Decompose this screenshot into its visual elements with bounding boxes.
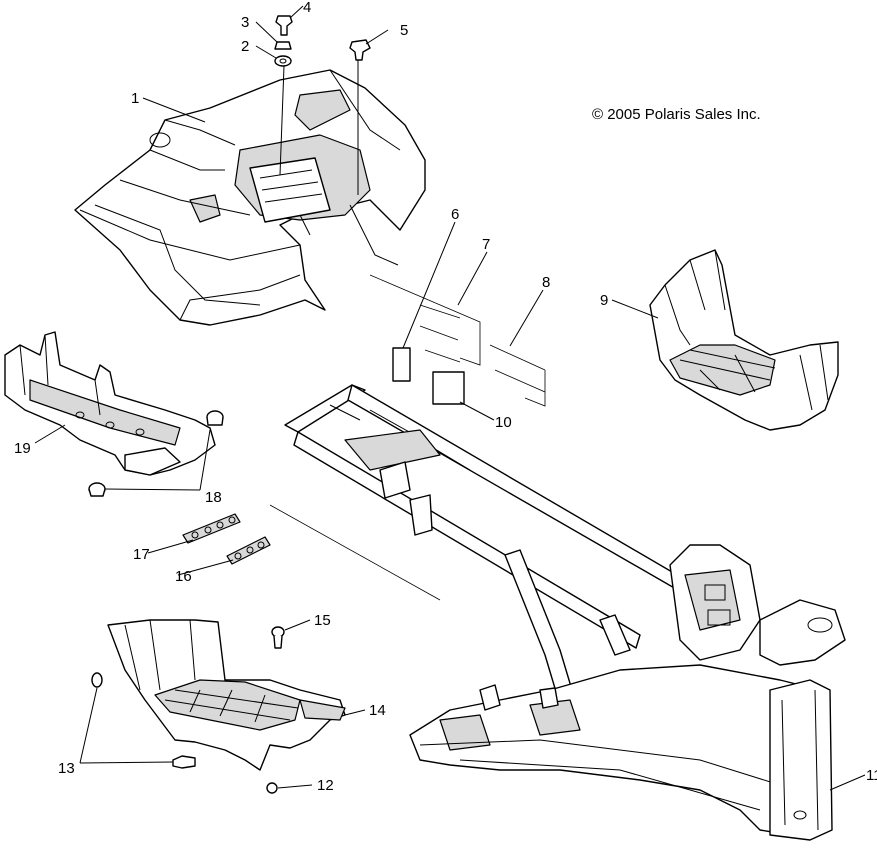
callout-19: 19 xyxy=(14,440,31,457)
rear-fender-part xyxy=(74,69,426,326)
callout-1: 1 xyxy=(131,90,139,107)
callout-18: 18 xyxy=(205,489,222,506)
push-pin-13a xyxy=(91,672,103,688)
fastener-nut-3 xyxy=(274,41,292,50)
copyright-notice: © 2005 Polaris Sales Inc. xyxy=(592,106,761,123)
callout-4: 4 xyxy=(303,0,311,16)
main-frame-part xyxy=(284,384,846,841)
bolt-18a xyxy=(206,410,224,426)
callout-10: 10 xyxy=(495,414,512,431)
decal-7 xyxy=(369,274,481,366)
callout-3: 3 xyxy=(241,14,249,31)
callout-12: 12 xyxy=(317,777,334,794)
push-pin-12 xyxy=(266,782,278,794)
callout-6: 6 xyxy=(451,206,459,223)
callout-15: 15 xyxy=(314,612,331,629)
callout-7: 7 xyxy=(482,236,490,253)
callout-11: 11 xyxy=(866,767,877,784)
bolt-18b xyxy=(88,482,106,497)
decal-10 xyxy=(432,371,465,405)
front-bracket-part xyxy=(4,331,216,476)
push-pin-13b xyxy=(172,755,196,769)
callout-8: 8 xyxy=(542,274,550,291)
decal-8 xyxy=(489,344,546,407)
fastener-washer-2 xyxy=(274,55,292,67)
callout-14: 14 xyxy=(369,702,386,719)
mount-strip-17 xyxy=(182,513,241,544)
callout-16: 16 xyxy=(175,568,192,585)
callout-9: 9 xyxy=(600,292,608,309)
assembly-guideline xyxy=(269,504,441,601)
left-footwell-part xyxy=(107,619,346,771)
callout-17: 17 xyxy=(133,546,150,563)
leader-lines xyxy=(34,5,866,791)
push-pin-15 xyxy=(271,626,285,649)
right-footwell-part xyxy=(649,249,839,431)
mount-strip-16 xyxy=(226,536,271,565)
callout-5: 5 xyxy=(400,22,408,39)
fastener-screw-4 xyxy=(275,15,293,36)
callout-labels: 1 2 3 4 5 6 7 8 9 10 11 12 13 14 15 16 1… xyxy=(14,0,877,794)
callout-2: 2 xyxy=(241,38,249,55)
decal-6 xyxy=(392,347,411,382)
callout-13: 13 xyxy=(58,760,75,777)
